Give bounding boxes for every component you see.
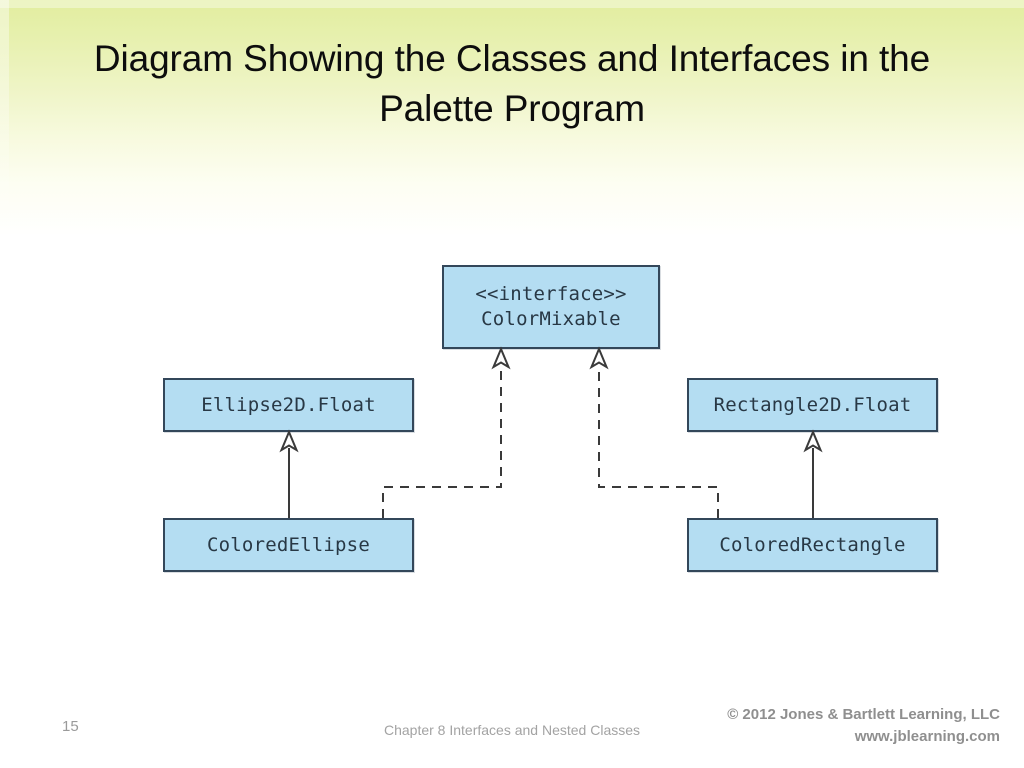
hollow-triangle-arrowhead-icon [803, 429, 823, 453]
header-left-highlight [0, 0, 9, 236]
hollow-triangle-arrowhead-icon [491, 346, 511, 370]
uml-node-name: Ellipse2D.Float [201, 393, 376, 416]
uml-node-stereotype: <<interface>> [475, 283, 627, 306]
hollow-triangle-arrowhead-icon [589, 346, 609, 370]
uml-edge-generalization-coloredrectangle-rectangle [803, 429, 823, 518]
uml-node-name: ColoredRectangle [719, 533, 906, 556]
uml-node-rectangle2d-float[interactable]: Rectangle2D.Float [687, 378, 938, 432]
uml-node-name: ColorMixable [481, 308, 621, 330]
uml-node-ellipse2d-float[interactable]: Ellipse2D.Float [163, 378, 414, 432]
header-gradient-band [0, 0, 1024, 236]
page-number: 15 [62, 718, 79, 735]
uml-node-colormixable[interactable]: <<interface>> ColorMixable [442, 265, 660, 349]
copyright-url: www.jblearning.com [854, 728, 1000, 746]
uml-node-name: ColoredEllipse [207, 533, 370, 556]
uml-edge-realization-coloredellipse-colormixable [382, 346, 511, 518]
footer-chapter-label: Chapter 8 Interfaces and Nested Classes [383, 722, 641, 738]
footer-copyright: © 2012 Jones & Bartlett Learning, LLC ww… [727, 704, 1000, 748]
uml-edge-generalization-coloredellipse-ellipse [279, 429, 299, 518]
copyright-line-1: © 2012 Jones & Bartlett Learning, LLC [727, 706, 1000, 723]
uml-node-coloredellipse[interactable]: ColoredEllipse [163, 518, 414, 572]
header-top-highlight [0, 0, 1024, 8]
uml-edge-realization-coloredrectangle-colormixable [589, 346, 719, 518]
uml-node-coloredrectangle[interactable]: ColoredRectangle [687, 518, 938, 572]
uml-node-name: Rectangle2D.Float [713, 393, 912, 416]
page-title: Diagram Showing the Classes and Interfac… [93, 38, 931, 129]
hollow-triangle-arrowhead-icon [279, 429, 299, 453]
